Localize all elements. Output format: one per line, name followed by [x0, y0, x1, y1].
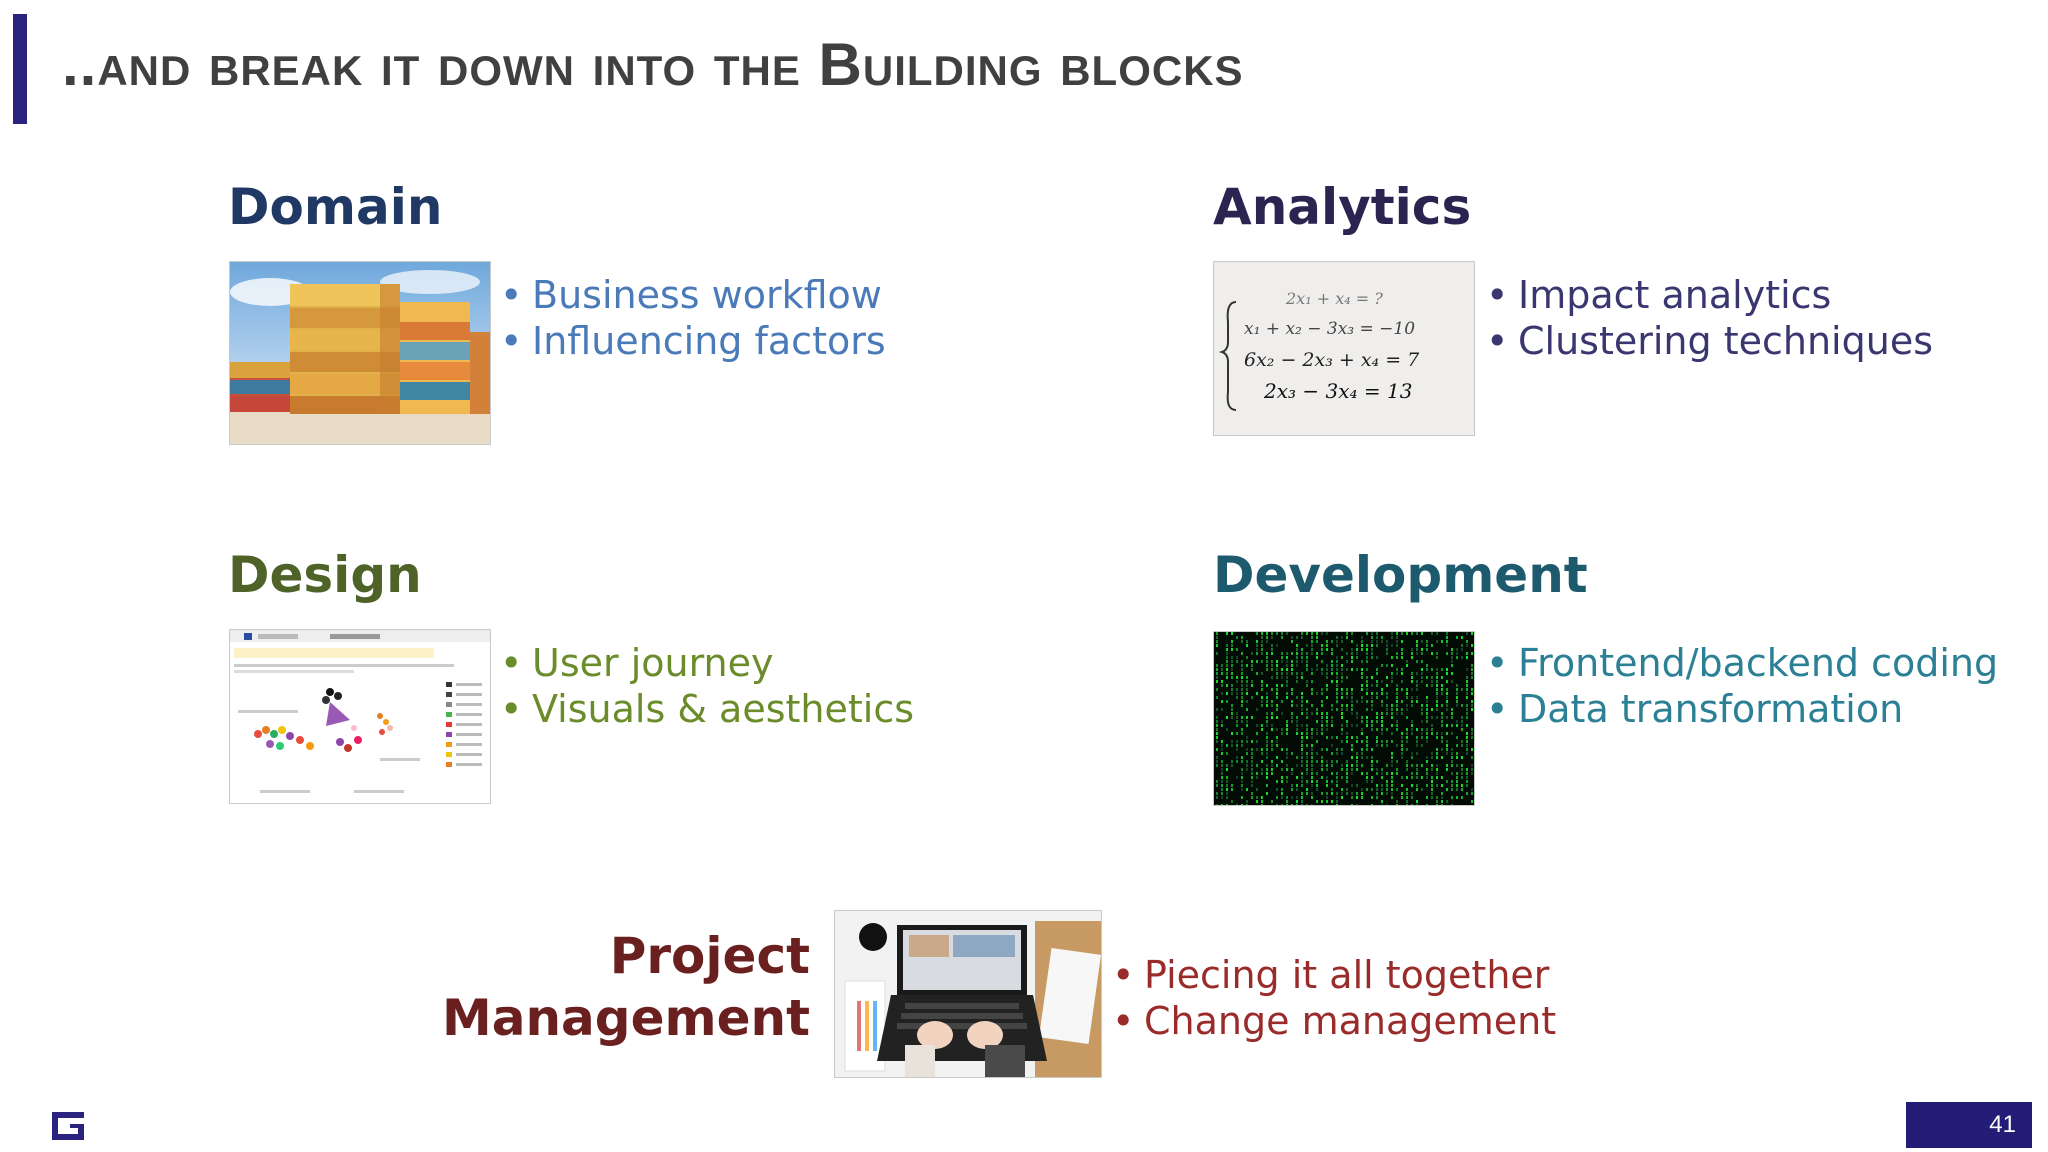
equation-line-1: 2x₁ + x₄ = ? — [1285, 289, 1383, 308]
list-item: •Frontend/backend coding — [1486, 641, 1999, 685]
list-item: •Data transformation — [1486, 687, 1904, 731]
domain-heading: Domain — [228, 178, 443, 236]
design-dashboard-illustration — [230, 630, 490, 803]
list-item: •Change management — [1112, 999, 1557, 1043]
analytics-bullets: •Impact analytics •Clustering techniques — [1486, 272, 1933, 364]
title-accent-bar — [13, 14, 27, 124]
project-management-heading: Project Management — [441, 927, 810, 1047]
matrix-code-illustration — [1214, 632, 1474, 805]
containers-illustration — [230, 262, 490, 444]
page-number: 41 — [1906, 1102, 2032, 1148]
list-item: •Piecing it all together — [1112, 953, 1550, 997]
laptop-desk-illustration — [835, 911, 1101, 1077]
project-management-bullets: •Piecing it all together •Change managem… — [1112, 952, 1556, 1044]
development-bullets: •Frontend/backend coding •Data transform… — [1486, 640, 1998, 732]
list-item: •Business workflow — [500, 273, 882, 317]
list-item: •Influencing factors — [500, 319, 886, 363]
design-heading: Design — [228, 546, 422, 604]
slide-title: ..and break it down into the Building bl… — [62, 31, 1244, 98]
list-item: •Visuals & aesthetics — [500, 687, 915, 731]
design-mockup-image — [229, 629, 491, 804]
equation-line-2: x₁ + x₂ − 3x₃ = −10 — [1244, 319, 1415, 339]
company-logo-icon — [52, 1112, 84, 1140]
equation-line-4: 2x₃ − 3x₄ = 13 — [1263, 379, 1412, 403]
equation-line-3: 6x₂ − 2x₃ + x₄ = 7 — [1244, 349, 1420, 371]
list-item: •Impact analytics — [1486, 273, 1832, 317]
list-item: •User journey — [500, 641, 774, 685]
analytics-heading: Analytics — [1213, 178, 1472, 236]
equation-system-illustration: 2x₁ + x₄ = ? x₁ + x₂ − 3x₃ = −10 6x₂ − 2… — [1214, 262, 1474, 435]
development-heading: Development — [1213, 546, 1588, 604]
design-bullets: •User journey •Visuals & aesthetics — [500, 640, 914, 732]
laptop-workspace-image — [834, 910, 1102, 1078]
code-matrix-image — [1213, 631, 1475, 806]
shipping-containers-image — [229, 261, 491, 445]
list-item: •Clustering techniques — [1486, 319, 1933, 363]
equations-image: 2x₁ + x₄ = ? x₁ + x₂ − 3x₃ = −10 6x₂ − 2… — [1213, 261, 1475, 436]
domain-bullets: •Business workflow •Influencing factors — [500, 272, 886, 364]
